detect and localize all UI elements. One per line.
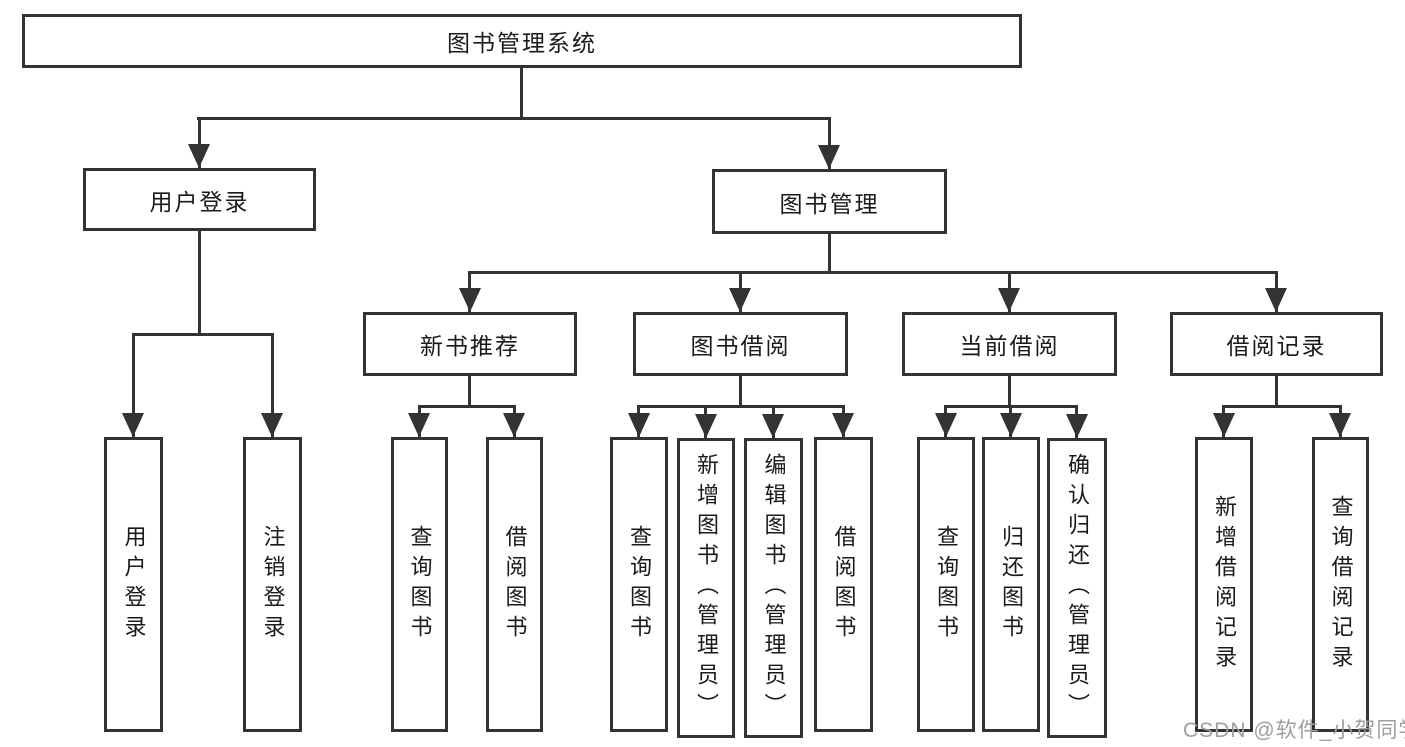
leaf-label: 新增图书（管理员） xyxy=(694,453,719,723)
arrowhead-icon xyxy=(832,413,854,437)
arrowhead-icon xyxy=(762,414,784,438)
node-current-borrowing: 当前借阅 xyxy=(902,312,1117,376)
connector-line xyxy=(520,68,523,119)
leaf-label: 查询图书 xyxy=(934,524,959,645)
arrowhead-icon xyxy=(1213,413,1235,437)
arrowhead-icon xyxy=(261,413,283,437)
arrowhead-icon xyxy=(695,414,717,438)
node-label: 用户登录 xyxy=(149,188,250,215)
node-label: 借阅记录 xyxy=(1226,333,1327,359)
leaf-query-books-borrow: 查询图书 xyxy=(610,437,668,732)
leaf-label: 查询图书 xyxy=(627,524,652,645)
leaf-add-books-admin: 新增图书（管理员） xyxy=(677,438,735,738)
connector-line xyxy=(1222,405,1342,408)
arrowhead-icon xyxy=(1000,413,1022,437)
leaf-label: 查询借阅记录 xyxy=(1328,494,1354,675)
node-label: 图书管理系统 xyxy=(447,30,597,56)
arrowhead-icon xyxy=(188,144,210,168)
node-label: 当前借阅 xyxy=(959,333,1060,359)
leaf-return-books: 归还图书 xyxy=(982,437,1040,732)
node-book-management: 图书管理 xyxy=(712,169,947,234)
arrowhead-icon xyxy=(628,413,650,437)
node-label: 图书借阅 xyxy=(690,333,791,359)
arrowhead-icon xyxy=(503,413,525,437)
csdn-watermark: CSDN @软件_小贺同学 xyxy=(1183,719,1405,742)
leaf-label: 归还图书 xyxy=(999,524,1024,645)
node-book-borrowing: 图书借阅 xyxy=(633,312,848,376)
connector-line xyxy=(197,117,831,120)
connector-line xyxy=(198,117,201,168)
leaf-query-books-current: 查询图书 xyxy=(917,437,975,732)
arrowhead-icon xyxy=(1265,288,1287,312)
leaf-label: 注销登录 xyxy=(260,524,286,645)
node-label: 图书管理 xyxy=(779,190,880,217)
arrowhead-icon xyxy=(998,288,1020,312)
leaf-label: 用户登录 xyxy=(121,524,147,645)
leaf-label: 查询图书 xyxy=(407,524,433,645)
leaf-edit-books-admin: 编辑图书（管理员） xyxy=(744,438,803,738)
arrowhead-icon xyxy=(1329,413,1351,437)
connector-line xyxy=(637,405,845,408)
connector-line xyxy=(132,333,135,437)
node-new-book-recommendation: 新书推荐 xyxy=(363,312,577,376)
leaf-user-login: 用户登录 xyxy=(104,437,163,732)
leaf-query-books-recommend: 查询图书 xyxy=(391,437,448,732)
arrowhead-icon xyxy=(935,413,957,437)
connector-line xyxy=(1275,376,1278,408)
leaf-add-borrow-record: 新增借阅记录 xyxy=(1195,437,1253,732)
arrowhead-icon xyxy=(729,288,751,312)
leaf-confirm-return-admin: 确认归还（管理员） xyxy=(1047,438,1107,738)
connector-line xyxy=(1008,376,1011,408)
arrowhead-icon xyxy=(1066,414,1088,438)
connector-line xyxy=(132,333,273,336)
arrowhead-icon xyxy=(459,288,481,312)
arrowhead-icon xyxy=(818,145,840,169)
connector-line xyxy=(739,376,742,408)
leaf-label: 借阅图书 xyxy=(831,524,857,645)
leaf-borrow-books-recommend: 借阅图书 xyxy=(486,437,543,732)
leaf-label: 借阅图书 xyxy=(502,524,528,645)
leaf-label: 确认归还（管理员） xyxy=(1065,453,1090,723)
connector-line xyxy=(828,234,831,273)
node-label: 新书推荐 xyxy=(420,333,520,359)
node-library-management-system: 图书管理系统 xyxy=(22,14,1022,68)
node-user-login: 用户登录 xyxy=(83,168,316,231)
arrowhead-icon xyxy=(408,413,430,437)
leaf-label: 编辑图书（管理员） xyxy=(761,453,787,723)
connector-line xyxy=(828,117,831,169)
connector-line xyxy=(468,271,1278,274)
leaf-query-borrow-record: 查询借阅记录 xyxy=(1312,437,1369,732)
arrowhead-icon xyxy=(122,413,144,437)
connector-line xyxy=(198,231,201,335)
connector-line xyxy=(468,376,471,408)
leaf-borrow-books: 借阅图书 xyxy=(814,437,873,732)
leaf-logout: 注销登录 xyxy=(243,437,302,732)
connector-line xyxy=(418,405,515,408)
node-borrowing-records: 借阅记录 xyxy=(1170,312,1383,376)
connector-line xyxy=(271,333,274,437)
leaf-label: 新增借阅记录 xyxy=(1212,494,1237,675)
